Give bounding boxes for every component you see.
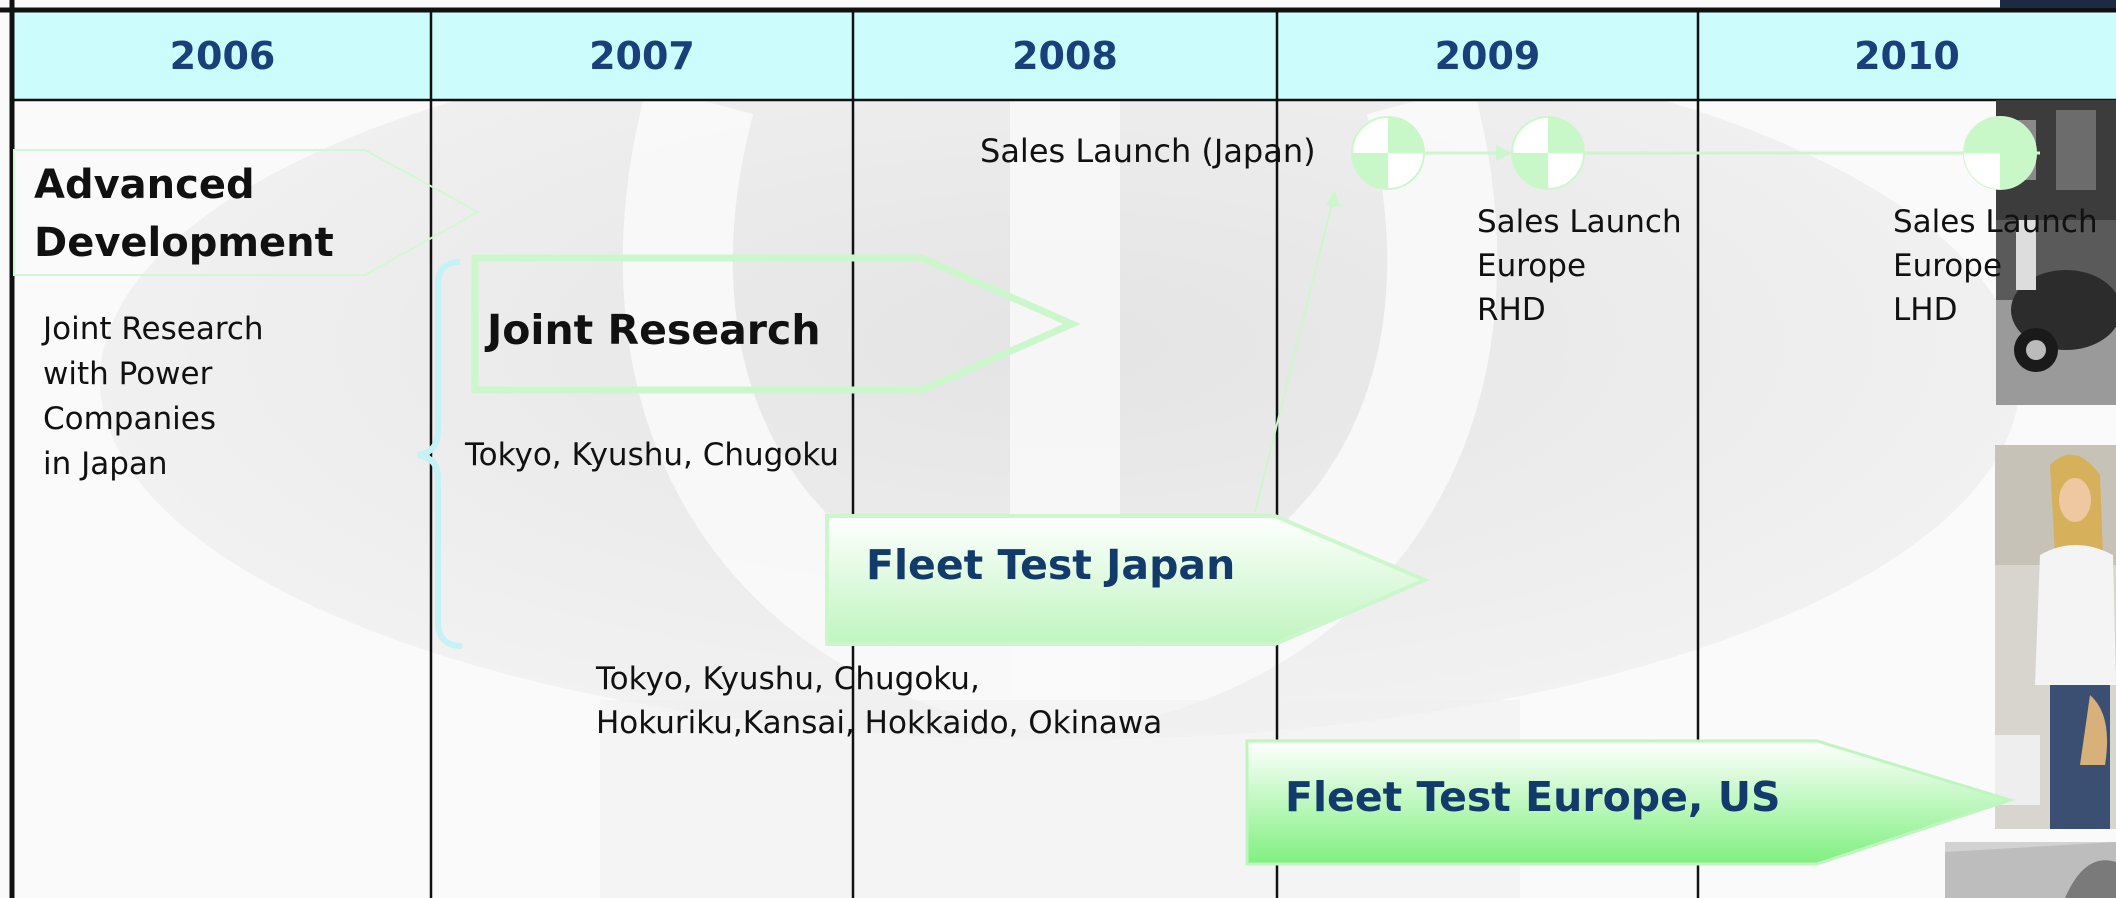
advanced-development-label: Advanced Development — [34, 162, 334, 266]
milestone-marker-europe-lhd — [1963, 116, 2037, 190]
sales-launch-europe-rhd-label: Sales Launch Europe RHD — [1477, 204, 1682, 328]
top-corner-photo — [2000, 0, 2116, 8]
year-header-band — [14, 10, 2116, 100]
milestone-marker-europe-rhd — [1511, 116, 1585, 190]
year-2010: 2010 — [1854, 34, 1960, 78]
year-2009: 2009 — [1434, 34, 1541, 78]
fleet-test-japan-label: Fleet Test Japan — [866, 541, 1236, 589]
bracket-brace — [417, 259, 463, 649]
joint-research-arrow — [471, 254, 1081, 394]
sales-launch-japan-label: Sales Launch (Japan) — [980, 132, 1316, 170]
year-2007: 2007 — [589, 34, 695, 78]
milestone-marker-japan — [1351, 116, 1425, 190]
fleet-japan-cities: Tokyo, Kyushu, Chugoku, Hokuriku,Kansai,… — [596, 661, 1163, 741]
car-photo — [1945, 842, 2116, 898]
joint-research-cities: Tokyo, Kyushu, Chugoku — [465, 437, 839, 473]
street-photo — [1996, 100, 2116, 405]
joint-research-power-note: Joint Research with Power Companies in J… — [43, 311, 264, 482]
fleet-test-europe-arrow — [1245, 739, 2015, 866]
joint-research-label: Joint Research — [487, 306, 821, 354]
fleet-test-europe-us-label: Fleet Test Europe, US — [1285, 773, 1781, 821]
fleet-test-japan-arrow — [825, 514, 1431, 646]
year-2008: 2008 — [1012, 34, 1118, 78]
sales-launch-europe-lhd-label: Sales Launch Europe LHD — [1893, 204, 2098, 328]
launch-connector-line — [1254, 191, 1336, 513]
advanced-development-arrow — [13, 149, 481, 276]
woman-phone-photo — [1995, 445, 2116, 829]
year-2006: 2006 — [169, 34, 276, 78]
